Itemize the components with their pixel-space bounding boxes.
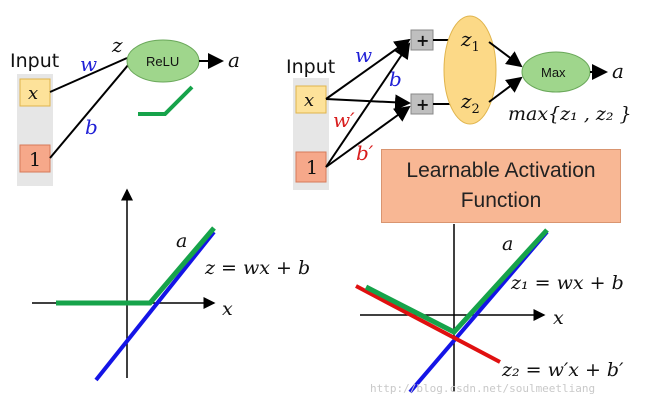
right-graph: a z₁ = wx + b x z₂ = w′x + b′ xyxy=(355,224,624,394)
left-graph: a z = wx + b x xyxy=(32,188,310,382)
left-graph-eq: z = wx + b xyxy=(204,257,310,279)
left-graph-x: x xyxy=(222,298,233,320)
left-one-box xyxy=(19,144,51,173)
left-input-label: Input xyxy=(10,50,59,72)
z1-label: z1 xyxy=(460,27,480,55)
left-x-text: x xyxy=(28,83,38,104)
right-red-line xyxy=(355,284,501,364)
left-one-text: 1 xyxy=(29,149,41,171)
edge-one-plus2 xyxy=(325,105,411,168)
relu-label: ReLU xyxy=(146,54,179,69)
right-w-label: w xyxy=(355,43,372,67)
right-graph-eq2: z₂ = w′x + b′ xyxy=(501,359,624,381)
left-graph-a: a xyxy=(176,230,187,252)
right-graph-x: x xyxy=(553,307,564,329)
watermark: http://blog.csdn.net/soulmeetliang xyxy=(370,382,596,395)
edge-x-plus2 xyxy=(325,94,411,111)
left-z-label: z xyxy=(111,33,123,57)
edge-z2-max xyxy=(488,76,523,103)
right-input-label: Input xyxy=(286,56,335,78)
z-ellipse xyxy=(443,15,497,125)
right-x-box xyxy=(295,85,327,114)
learnable-activation-box: Learnable Activation Function xyxy=(381,149,621,223)
plus1-text: + xyxy=(416,31,429,50)
left-relu-line xyxy=(56,226,216,306)
left-x-edge xyxy=(49,57,128,93)
right-a-label: a xyxy=(612,59,624,83)
learnable-activation-line2: Function xyxy=(460,189,542,212)
left-one-edge xyxy=(49,63,130,159)
max-label: Max xyxy=(541,65,566,80)
edge-z1-max xyxy=(488,41,523,68)
right-network: Input x 1 w b w′ b′ + + z1 z2 Max a max{… xyxy=(286,15,632,190)
left-a-label: a xyxy=(228,48,240,72)
learnable-activation-line1: Learnable Activation xyxy=(406,159,596,182)
right-max-line xyxy=(364,228,549,336)
left-b-label: b xyxy=(85,115,98,139)
right-w-prime-label: w′ xyxy=(333,108,355,132)
max-formula: max{z₁ , z₂ } xyxy=(508,103,632,125)
right-graph-a: a xyxy=(502,233,513,255)
right-graph-eq1: z₁ = wx + b xyxy=(510,272,624,294)
right-b-label: b xyxy=(389,67,402,91)
relu-shape-icon xyxy=(138,85,194,116)
right-one-text: 1 xyxy=(306,157,318,179)
right-x-text: x xyxy=(304,90,314,111)
right-b-prime-label: b′ xyxy=(356,141,374,165)
z2-label: z2 xyxy=(460,89,480,117)
left-w-label: w xyxy=(80,52,97,76)
left-network: Input x 1 w b z ReLU a xyxy=(10,33,240,186)
edge-one-plus1 xyxy=(325,42,411,168)
plus2-text: + xyxy=(416,95,429,114)
left-x-box xyxy=(19,78,51,107)
left-blue-line xyxy=(94,230,216,382)
